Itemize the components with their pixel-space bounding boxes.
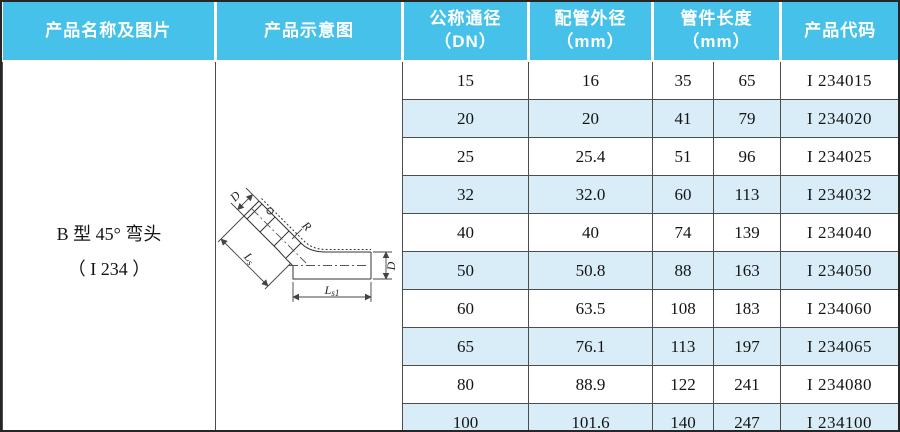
dim-label-ls: Ls [240, 248, 259, 267]
cell-od: 63.5 [528, 289, 653, 328]
elbow-body-outline [243, 200, 372, 279]
schematic-cell: D R Ls Ls1 D [215, 60, 403, 430]
cell-length2: 183 [713, 289, 781, 328]
dim-label-d-right: D [384, 261, 398, 271]
cell-product-code: I 234065 [780, 327, 898, 366]
cell-dn: 20 [402, 99, 529, 138]
cell-length2: 113 [713, 175, 781, 214]
cell-length1: 51 [652, 137, 714, 176]
header-nominal-diameter: 公称通径 （DN） [402, 2, 530, 62]
table-row: 20 20 41 79 I 234020 [3, 99, 898, 138]
cell-od: 16 [528, 60, 653, 100]
weld-texture-line [261, 197, 371, 250]
cell-od: 32.0 [528, 175, 653, 214]
cell-dn: 15 [402, 60, 529, 100]
product-name-cell: B 型 45° 弯头 （ I 234 ） [2, 60, 216, 430]
header-line: （DN） [434, 32, 497, 51]
table-row: 65 76.1 113 197 I 234065 [3, 327, 898, 366]
cell-length1: 88 [652, 251, 714, 290]
dim-label-d-top: D [226, 187, 243, 204]
cell-dn: 80 [402, 365, 529, 404]
cell-length2: 197 [713, 327, 781, 366]
cell-length1: 108 [652, 289, 714, 328]
cell-length2: 79 [713, 99, 781, 138]
dimension-lines [217, 187, 392, 302]
header-line: （mm） [682, 32, 751, 51]
cell-product-code: I 234032 [780, 175, 898, 214]
dim-ls1-sub: s1 [331, 288, 339, 298]
cell-od: 25.4 [528, 137, 653, 176]
cell-od: 101.6 [528, 403, 653, 430]
cell-length2: 247 [713, 403, 781, 430]
cell-od: 88.9 [528, 365, 653, 404]
cell-product-code: I 234020 [780, 99, 898, 138]
table-row: 100 101.6 140 247 I 234100 [3, 403, 898, 430]
centerlines [251, 208, 367, 266]
header-row: 产品名称及图片 产品示意图 公称通径 （DN） 配管外径 （mm） 管件长度 （… [2, 2, 898, 62]
dim-ls-sub: s [245, 257, 255, 267]
header-pipe-outer-diameter: 配管外径 （mm） [528, 2, 654, 62]
table-row: 80 88.9 122 241 I 234080 [3, 365, 898, 404]
cell-length1: 113 [652, 327, 714, 366]
header-product-name-and-image: 产品名称及图片 [2, 2, 217, 62]
cell-product-code: I 234015 [780, 60, 898, 100]
cell-product-code: I 234080 [780, 365, 898, 404]
cell-length1: 140 [652, 403, 714, 430]
cell-od: 50.8 [528, 251, 653, 290]
header-line: 公称通径 [429, 9, 502, 29]
header-line: 配管外径 [554, 9, 627, 29]
cell-length1: 41 [652, 99, 714, 138]
cell-product-code: I 234040 [780, 213, 898, 252]
table-row: 60 63.5 108 183 I 234060 [3, 289, 898, 328]
cell-dn: 60 [402, 289, 529, 328]
cell-dn: 40 [402, 213, 529, 252]
cell-dn: 65 [402, 327, 529, 366]
dim-label-ls1: Ls1 [324, 283, 340, 298]
table-row: B 型 45° 弯头 （ I 234 ） [2, 60, 898, 430]
dim-label-r: R [299, 217, 315, 233]
cell-product-code: I 234100 [780, 403, 898, 430]
cell-dn: 32 [402, 175, 529, 214]
cell-length1: 122 [652, 365, 714, 404]
cell-dn: 100 [402, 403, 529, 430]
cell-dn: 50 [402, 251, 529, 290]
table-row: 50 50.8 88 163 I 234050 [3, 251, 898, 290]
header-product-code: 产品代码 [780, 2, 898, 62]
cell-length2: 139 [713, 213, 781, 252]
header-product-schematic: 产品示意图 [215, 2, 404, 62]
elbow-45-schematic: D R Ls Ls1 D [217, 187, 398, 302]
cell-length2: 241 [713, 365, 781, 404]
table-row: 25 25.4 51 96 I 234025 [3, 137, 898, 176]
product-series-code: （ I 234 ） [67, 258, 151, 279]
cell-od: 40 [528, 213, 653, 252]
cell-od: 76.1 [528, 327, 653, 366]
cell-length2: 163 [713, 251, 781, 290]
cell-length2: 96 [713, 137, 781, 176]
cell-product-code: I 234050 [780, 251, 898, 290]
product-name: B 型 45° 弯头 [56, 224, 162, 245]
cell-product-code: I 234025 [780, 137, 898, 176]
cell-length1: 74 [652, 213, 714, 252]
table-row: 32 32.0 60 113 I 234032 [3, 175, 898, 214]
dim-ls1-main: L [324, 283, 332, 297]
header-line: 管件长度 [680, 9, 753, 29]
header-fitting-length: 管件长度 （mm） [652, 2, 782, 62]
cell-length2: 65 [713, 60, 781, 100]
cell-length1: 35 [652, 60, 714, 100]
header-line: （mm） [556, 32, 625, 51]
cell-product-code: I 234060 [780, 289, 898, 328]
cell-dn: 25 [402, 137, 529, 176]
cell-length1: 60 [652, 175, 714, 214]
cell-od: 20 [528, 99, 653, 138]
